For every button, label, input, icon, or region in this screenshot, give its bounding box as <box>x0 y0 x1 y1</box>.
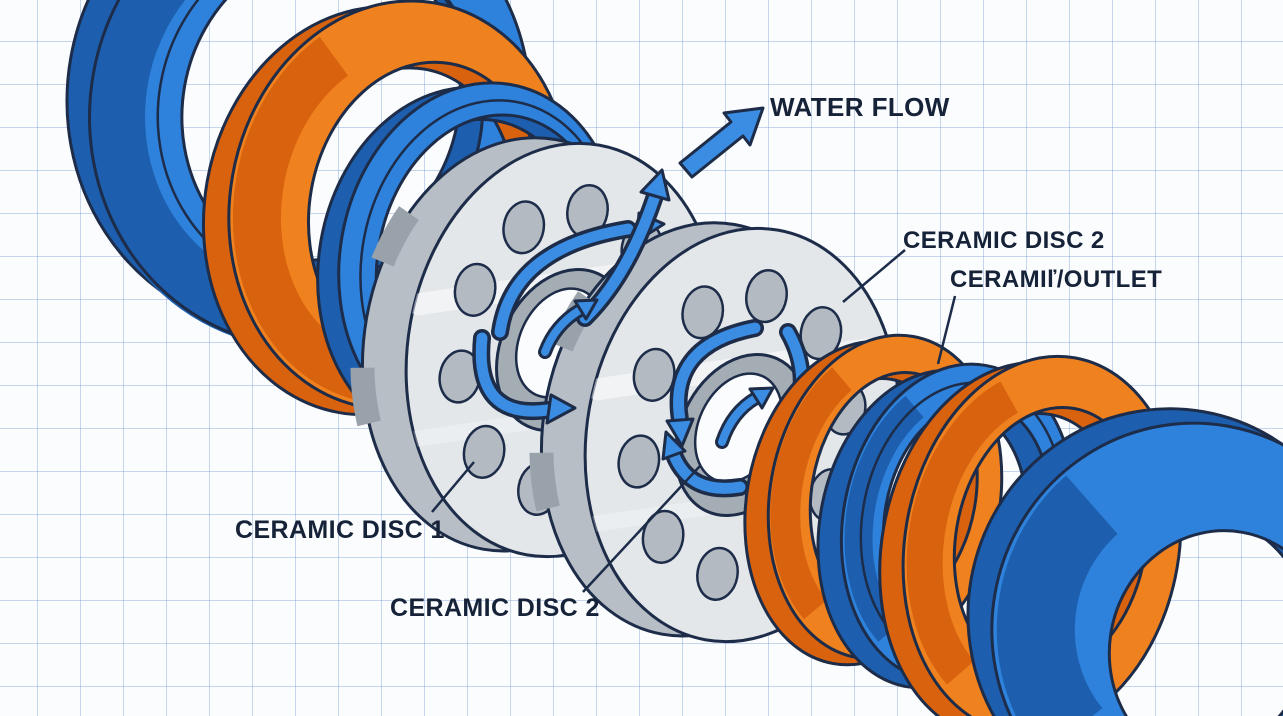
ceramic-disc-2-callout-label: CERAMIC DISC 2 <box>903 227 1105 254</box>
rotation-arrow-head-icon <box>661 430 687 461</box>
center-flow-arrow-head-icon <box>748 386 775 410</box>
leader-line-outlet <box>936 295 957 365</box>
water-flow-arrow-icon <box>678 106 765 179</box>
leader-line-disc2-bottom <box>582 465 701 593</box>
blue-threaded-retainer-right <box>966 407 1283 716</box>
callout-leader-lines <box>431 249 957 593</box>
ceramic-outlet-callout-label: CERAMIľ/OUTLET <box>950 266 1163 293</box>
rotation-arrow-head-icon <box>639 168 671 202</box>
ceramic-disc-2-bottom-callout-label: CERAMIC DISC 2 <box>390 594 600 622</box>
ceramic-disc-1-callout-label: CERAMIC DISC 1 <box>235 516 445 544</box>
leader-line-disc1 <box>431 461 475 513</box>
leader-line-disc2-top <box>842 249 906 303</box>
rotation-arrow-head-icon <box>545 393 577 425</box>
rotation-arrow-head-icon <box>665 417 695 448</box>
water-flow-label: WATER FLOW <box>770 92 950 122</box>
disc2-flow-holes <box>617 269 867 601</box>
disc1-rotation-arrows <box>472 168 671 425</box>
center-flow-arrow-head-icon <box>573 298 599 321</box>
